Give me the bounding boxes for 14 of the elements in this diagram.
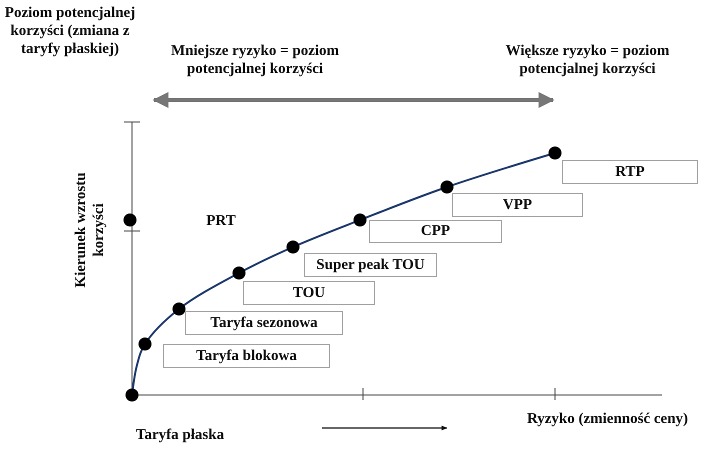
tariff-box: VPP (452, 193, 583, 217)
tariff-box: Taryfa blokowa (163, 344, 330, 368)
tariff-box: TOU (243, 281, 375, 305)
range-label: Mniejsze ryzyko = poziom potencjalnej korzyści (170, 42, 340, 78)
axis-title: Poziom potencjalnej korzyści (zmiana z taryfy płaskiej) (4, 4, 136, 58)
tariff-box: Taryfa sezonowa (185, 311, 343, 335)
tariff-box: RTP (562, 160, 698, 184)
tariff-box: Super peak TOU (304, 253, 437, 277)
tariff-box: CPP (369, 220, 502, 243)
axis-title: Ryzyko (zmienność ceny) (526, 410, 690, 428)
axis-title: Kierunek wzrostu korzyści (72, 171, 108, 290)
range-label: Większe ryzyko = poziom potencjalnej korzyści (504, 42, 670, 78)
point-label: Taryfa płaska (134, 426, 226, 444)
point-label: PRT (205, 212, 237, 230)
